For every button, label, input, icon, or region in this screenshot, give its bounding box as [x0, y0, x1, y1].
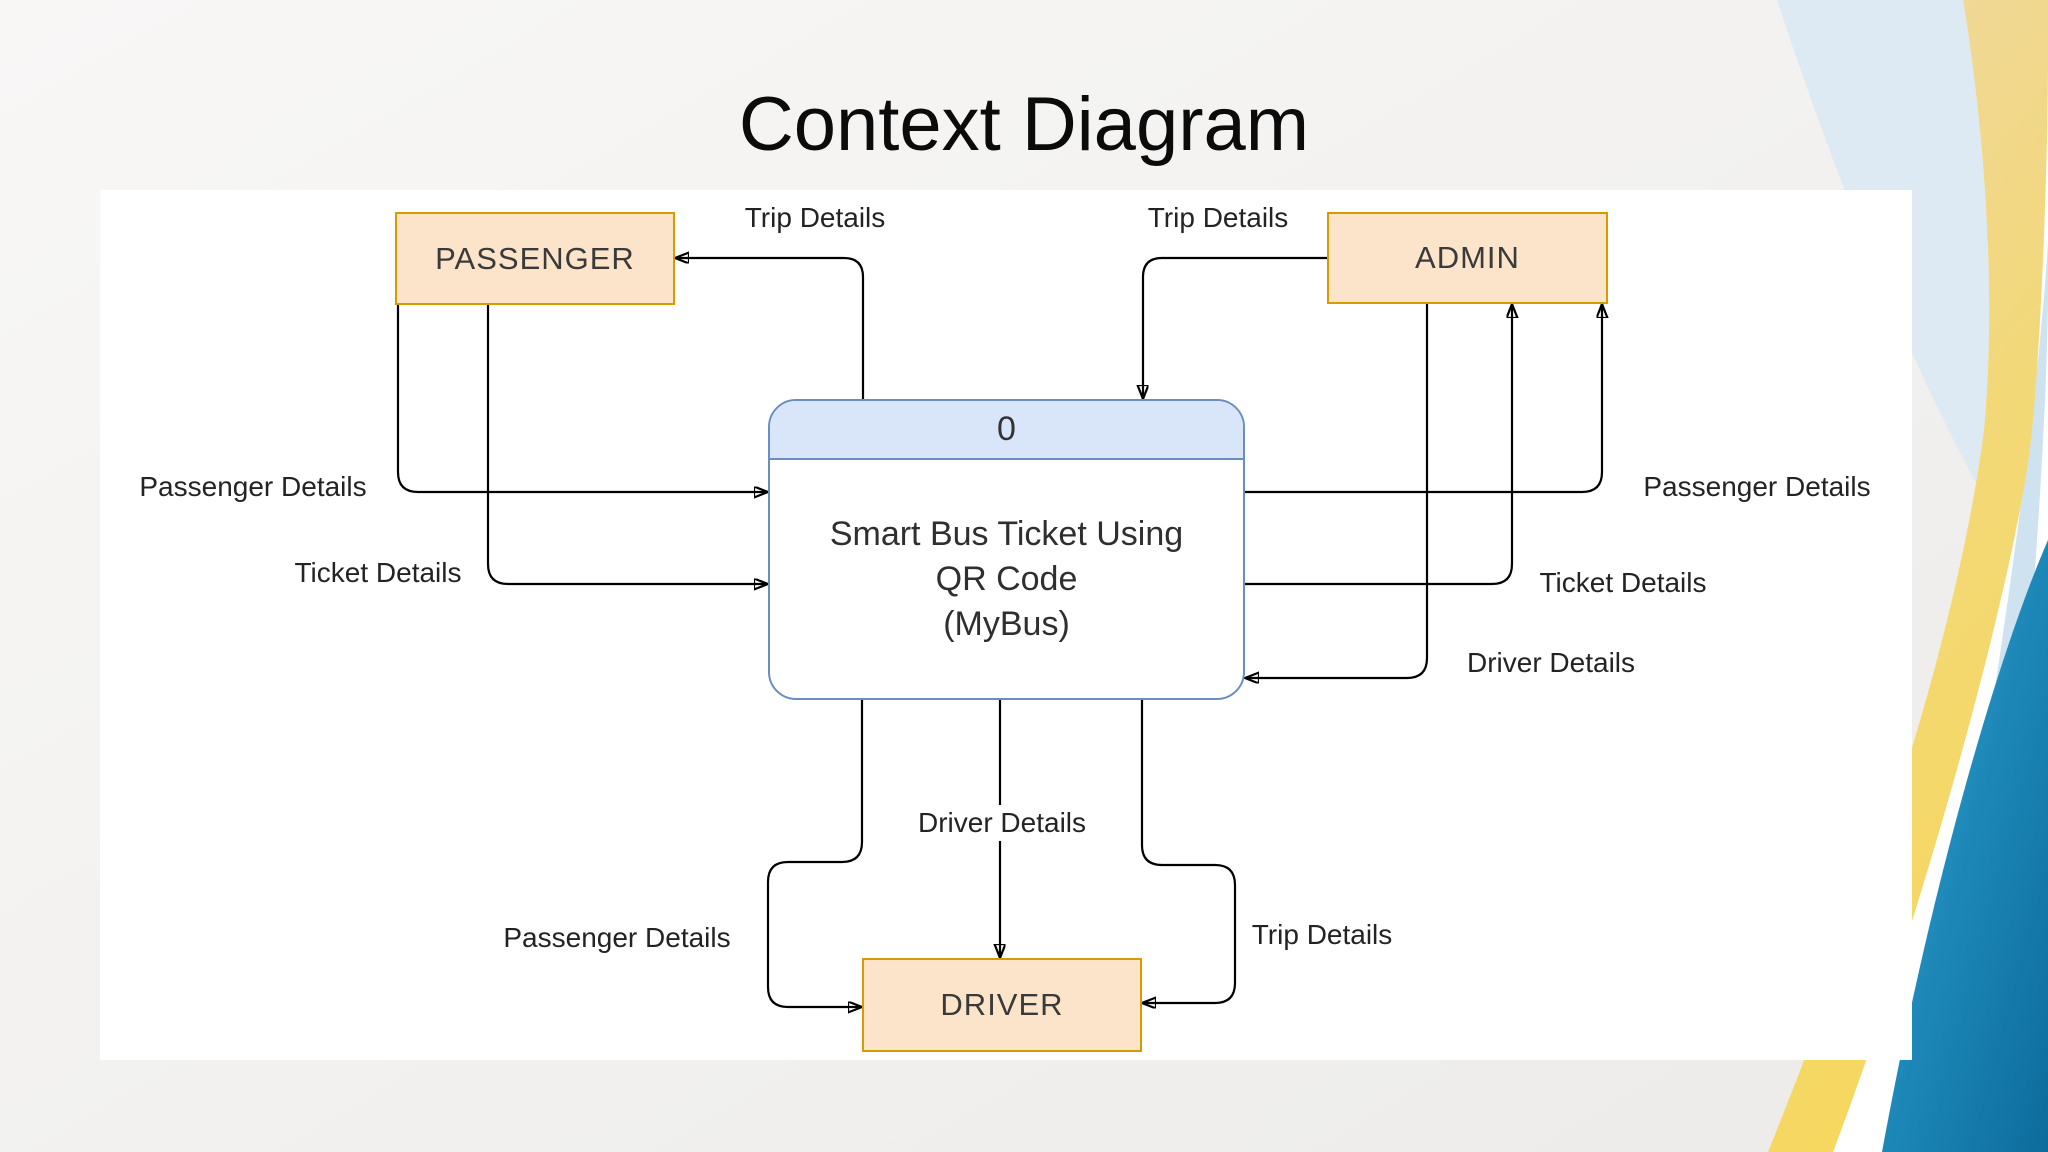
- page-title: Context Diagram: [738, 81, 1310, 167]
- flow-label-ticket-details-right: Ticket Details: [1539, 567, 1707, 598]
- flow-label-trip-details-passenger: Trip Details: [744, 202, 886, 233]
- entity-admin-label: ADMIN: [1415, 240, 1520, 275]
- entity-passenger: PASSENGER: [395, 212, 675, 305]
- entity-passenger-label: PASSENGER: [435, 240, 635, 276]
- diagram-canvas: PASSENGER ADMIN DRIVER 0 Smart Bus Ticke…: [100, 190, 1912, 1060]
- flow-connectors: [396, 190, 1912, 1060]
- process-number: 0: [770, 401, 1243, 460]
- flow-label-driver-details-right: Driver Details: [1466, 647, 1636, 678]
- deco-teal-swoosh: [1882, 540, 2048, 1152]
- flow-label-ticket-details-left: Ticket Details: [294, 557, 462, 588]
- entity-driver-label: DRIVER: [940, 987, 1064, 1022]
- flow-label-passenger-details-bottom: Passenger Details: [503, 922, 731, 953]
- process-box: 0 Smart Bus Ticket Using QR Code (MyBus): [768, 399, 1245, 700]
- flow-passenger-details-to-driver: [766, 700, 862, 1007]
- flow-driver-details-admin-to-system: [1245, 304, 1429, 678]
- flow-label-trip-details-bottom: Trip Details: [1251, 919, 1393, 950]
- process-name: Smart Bus Ticket Using QR Code (MyBus): [829, 514, 1184, 643]
- flow-passenger-details-to-system: [396, 305, 768, 492]
- flow-label-passenger-details-left: Passenger Details: [139, 471, 367, 502]
- flow-ticket-details-to-admin: [1245, 304, 1512, 586]
- deco-pale-blue-wash: [1777, 0, 2048, 600]
- entity-driver: DRIVER: [862, 958, 1142, 1052]
- flow-trip-details-to-driver: [1142, 700, 1237, 1003]
- flow-label-trip-details-admin: Trip Details: [1147, 202, 1289, 233]
- flow-trip-details-to-passenger: [675, 258, 865, 399]
- flow-ticket-details-to-system: [486, 305, 768, 584]
- flow-label-driver-details-bottom: Driver Details: [909, 805, 1095, 841]
- flow-label-passenger-details-right: Passenger Details: [1643, 471, 1871, 502]
- flow-passenger-details-to-admin: [1245, 304, 1602, 494]
- flow-trip-details-admin-to-system: [1143, 256, 1327, 399]
- entity-admin: ADMIN: [1327, 212, 1608, 304]
